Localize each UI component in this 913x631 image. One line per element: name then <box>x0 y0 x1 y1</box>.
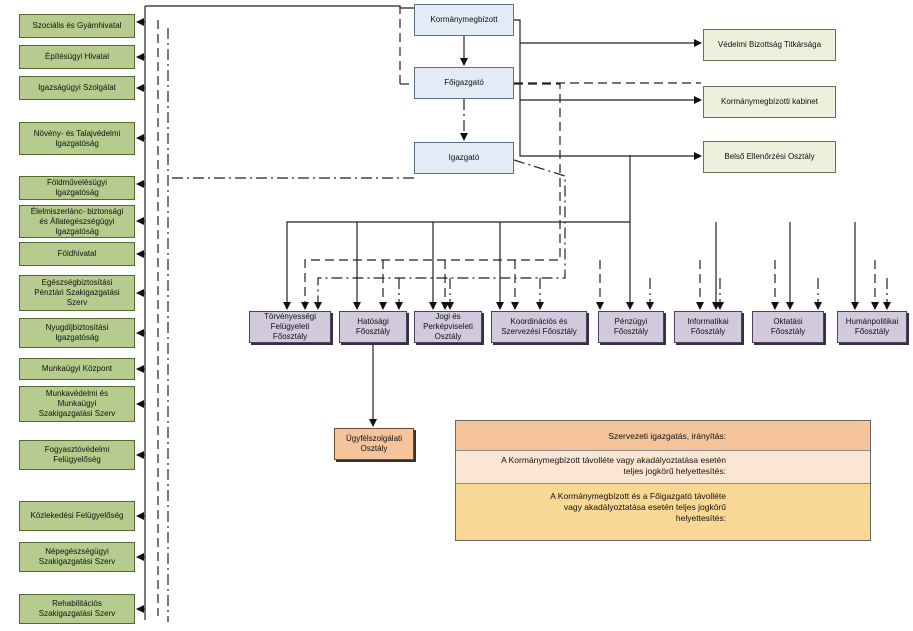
department-box: Pénzügyi Főosztály <box>598 311 664 343</box>
office-box: Élelmiszerlánc- biztonsági és Állategész… <box>19 205 135 238</box>
department-box: Hatósági Főosztály <box>339 311 407 343</box>
department-box: Jogi és Perképviseleti Osztály <box>414 311 482 343</box>
dept-bus <box>283 155 631 310</box>
legend-dashdot-text: A Kormánymegbízott és a Főigazgató távol… <box>550 491 726 523</box>
legend-solid-text: Szervezeti igazgatás, irányítás: <box>608 431 726 441</box>
office-box: Földhivatal <box>19 242 135 266</box>
office-box: Egészségbiztosítási Pénztári Szakigazgat… <box>19 275 135 311</box>
department-box: Humánpolitikai Főosztály <box>837 311 907 343</box>
department-box: Oktatási Főosztály <box>752 311 824 343</box>
department-box: Törvényességi Felügyeleti Főosztály <box>249 311 331 343</box>
foigazgato-box: Főigazgató <box>414 67 514 99</box>
line-km-ellenorzes <box>519 100 702 160</box>
kabinet-box: Kormánymegbízotti kabinet <box>703 86 836 118</box>
vedelmi-bizottsag-box: Védelmi Bizottság Titkársága <box>703 29 836 61</box>
line-km-left <box>145 5 414 9</box>
office-box: Nyugdíjbiztosítási Igazgatóság <box>19 318 135 348</box>
legend-row-solid: Szervezeti igazgatás, irányítás: <box>456 421 870 451</box>
legend-row-dashdot: A Kormánymegbízott és a Főigazgató távol… <box>456 484 870 540</box>
office-box: Rehabilitációs Szakigazgatási Szerv <box>19 594 135 624</box>
office-box: Népegészségügyi Szakigazgatási Szerv <box>19 542 135 572</box>
department-box: Informatikai Főosztály <box>674 311 742 343</box>
belso-ellenorzes-box: Belső Ellenőrzési Osztály <box>703 141 836 173</box>
office-box: Fogyasztóvédelmi Felügyelőség <box>19 440 135 470</box>
legend-dashed-text: A Kormánymegbízott távolléte vagy akadál… <box>501 455 726 476</box>
legend-row-dashed: A Kormánymegbízott távolléte vagy akadál… <box>456 451 870 484</box>
line-km-vedelmi <box>514 19 702 47</box>
dept-dash-bus <box>301 83 561 310</box>
office-box: Építésügyi Hivatal <box>19 45 135 69</box>
kormanymegbizott-box: Kormánymegbízott <box>414 4 514 36</box>
department-box: Koordinációs és Szervezési Főosztály <box>491 311 587 343</box>
office-box: Közlekedési Felügyelőség <box>19 501 135 531</box>
office-box: Szociális és Gyámhivatal <box>19 14 135 38</box>
line-km-kabinet <box>519 43 702 104</box>
igazgato-box: Igazgató <box>414 142 514 174</box>
ugyfelszolgalati-osztaly-box: Ügyfélszolgálati Osztály <box>334 428 414 460</box>
office-box: Munkavédelmi és Munkaügyi Szakigazgatási… <box>19 386 135 422</box>
dept-dashdot-bus <box>314 159 566 310</box>
office-box: Igazságügyi Szolgálat <box>19 76 135 100</box>
office-box: Munkaügyi Központ <box>19 358 135 380</box>
legend: Szervezeti igazgatás, irányítás: A Kormá… <box>455 420 871 541</box>
office-box: Növény- és Talajvédelmi Igazgatóság <box>19 122 135 155</box>
office-box: Földművelésügyi Igazgatóság <box>19 176 135 200</box>
